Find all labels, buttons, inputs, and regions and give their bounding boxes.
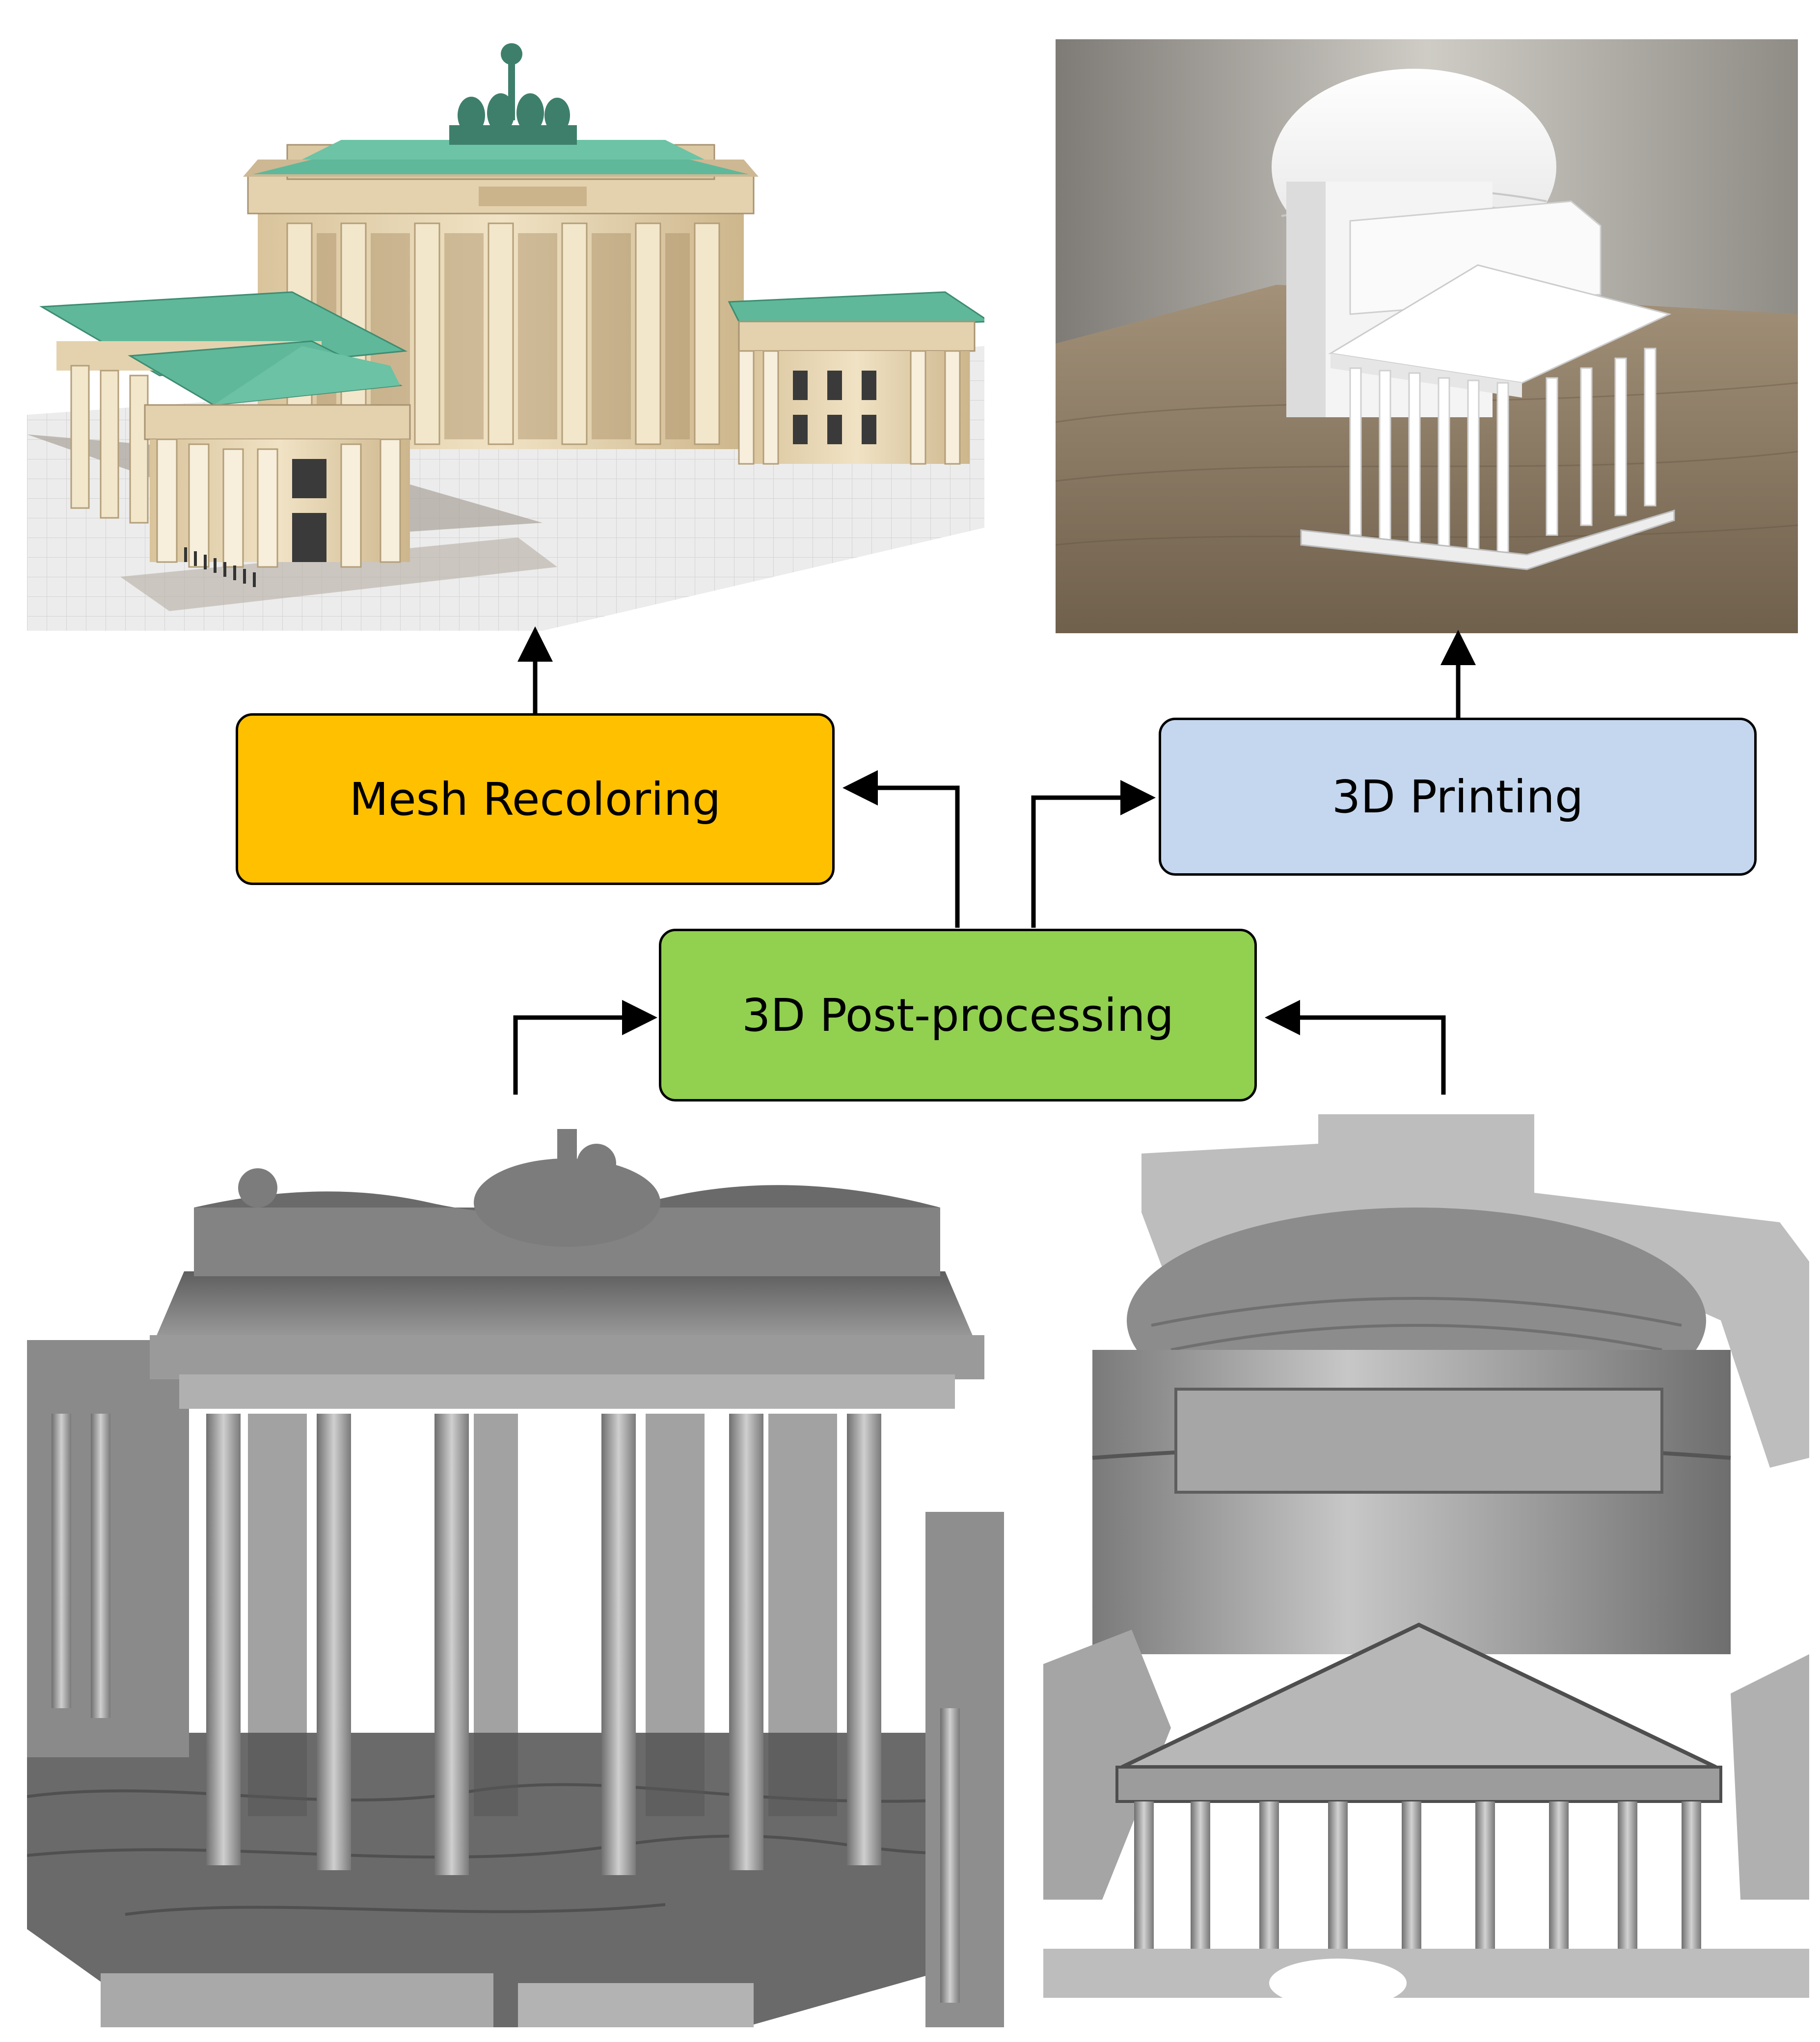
pantheon-3d-print-photo [1056,39,1798,633]
edge-brandenburg-to-postprocessing [513,1000,657,1095]
brandenburg-gray-mesh [27,1119,1004,2027]
3d-printing-box: 3D Printing [1159,718,1757,876]
post-processing-label: 3D Post-processing [741,989,1174,1042]
3d-printing-label: 3D Printing [1331,770,1584,823]
mesh-recoloring-label: Mesh Recoloring [349,773,721,826]
brandenburg-colored-model [27,27,984,631]
edge-postprocessing-to-recoloring [842,770,960,928]
post-processing-box: 3D Post-processing [659,929,1257,1102]
pantheon-gray-mesh [1043,1114,1809,1998]
edge-postprocessing-to-printing [1031,780,1156,928]
edge-pantheon-to-postprocessing [1265,1000,1446,1095]
mesh-recoloring-box: Mesh Recoloring [236,713,835,885]
